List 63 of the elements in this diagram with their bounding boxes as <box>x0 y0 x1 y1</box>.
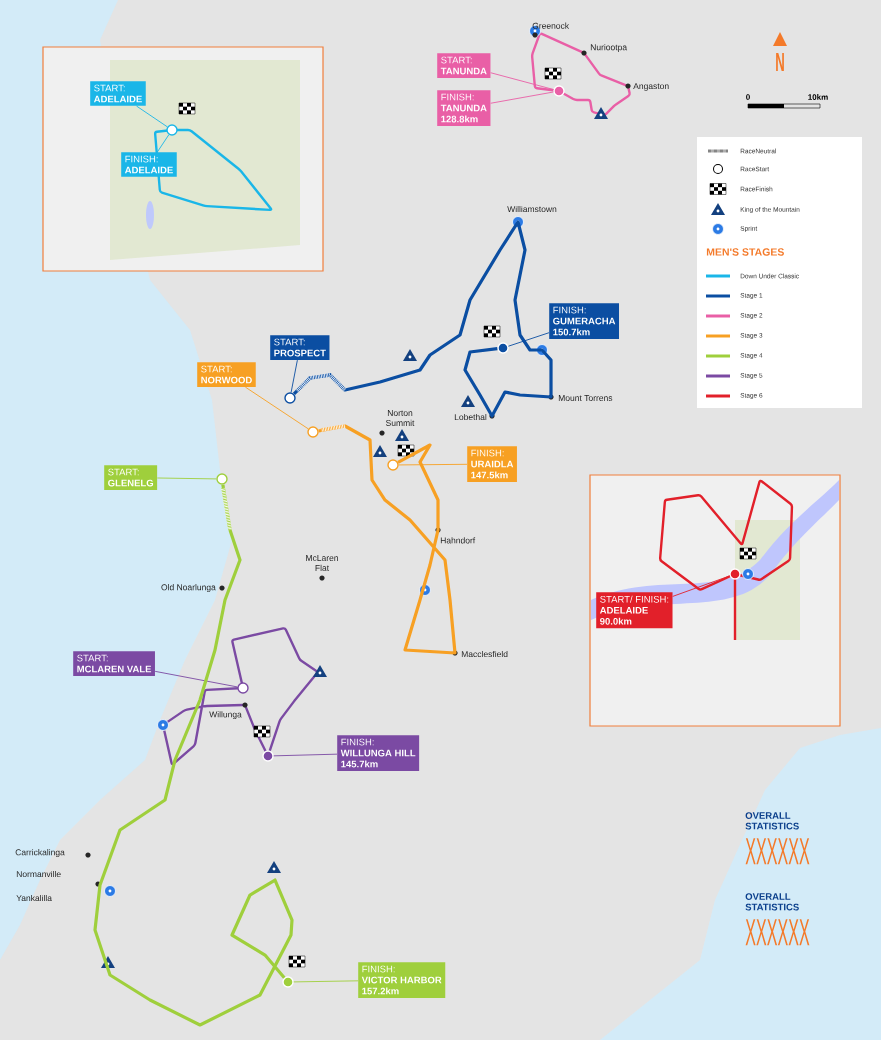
scale-label: 0 <box>746 94 750 100</box>
leader-line <box>156 134 170 153</box>
leader-line <box>244 386 309 430</box>
scale-label: 10km <box>808 94 828 100</box>
place-label: Greenock <box>532 22 570 29</box>
place-label: Williamstown <box>507 205 557 213</box>
place-label: Mount Torrens <box>558 395 613 401</box>
place-label: Carrickalinga <box>15 849 65 857</box>
place-label: Yankalilla <box>16 894 52 902</box>
route-point-marker <box>729 568 741 580</box>
place-label: McLaren Flat <box>306 555 338 571</box>
leader-line <box>136 105 168 128</box>
place-label: Norton Summit <box>386 410 415 426</box>
route-point-marker <box>497 342 509 354</box>
route-point-marker <box>237 682 249 694</box>
route-point-marker <box>216 473 228 485</box>
leader-line <box>507 332 550 347</box>
stats-value: XXXXXX <box>745 919 810 946</box>
place-label: Normanville <box>16 870 61 878</box>
place-label: Old Noarlunga <box>161 584 216 592</box>
leader-line <box>293 980 359 983</box>
place-label: Lobethal <box>454 413 487 421</box>
callout-box: START: GLENELG <box>104 465 158 490</box>
route-point-marker <box>262 750 274 762</box>
north-label: N <box>776 52 784 72</box>
stats-value: XXXXXX <box>745 838 810 865</box>
callout-box: START: MCLAREN VALE <box>73 651 155 676</box>
callout-box: FINISH: TANUNDA 128.8km <box>437 90 491 126</box>
leader-line <box>490 72 554 90</box>
callout-box: FINISH: WILLUNGA HILL 145.7km <box>337 735 420 771</box>
place-label: Nuriootpa <box>590 44 628 52</box>
callout-box: FINISH: ADELAIDE <box>121 152 177 177</box>
route-point-marker <box>282 976 294 988</box>
leader-line <box>398 463 468 466</box>
place-label: Willunga <box>209 711 242 720</box>
callout-box: START/ FINISH: ADELAIDE 90.0km <box>596 592 673 629</box>
leader-line <box>154 670 238 688</box>
callout-box: START: NORWOOD <box>197 362 256 387</box>
route-line <box>292 220 553 418</box>
leader-line <box>156 477 217 480</box>
callout-box: START: TANUNDA <box>437 53 491 78</box>
leader-line <box>290 359 298 393</box>
callout-box: FINISH: VICTOR HARBOR 157.2km <box>358 962 446 998</box>
route-line <box>93 484 294 1027</box>
callout-box: FINISH: GUMERACHA 150.7km <box>549 303 619 339</box>
route-point-marker <box>307 426 319 438</box>
route-point-marker <box>553 85 565 97</box>
section-heading: MEN'S STAGES <box>706 248 784 256</box>
leader-line <box>273 753 338 757</box>
place-label: Macclesfield <box>461 650 508 658</box>
callout-box: FINISH: URAIDLA 147.5km <box>467 446 517 482</box>
route-point-marker <box>284 392 296 404</box>
route-point-marker <box>166 124 178 136</box>
place-label: Angaston <box>633 83 669 91</box>
stats-heading: OVERALL STATISTICS <box>745 812 799 830</box>
route-point-marker <box>387 459 399 471</box>
place-label: Hahndorf <box>440 537 476 544</box>
leader-line <box>672 575 731 597</box>
stats-heading: OVERALL STATISTICS <box>745 893 799 911</box>
route-line <box>318 424 457 655</box>
callout-box: START: ADELAIDE <box>90 81 146 106</box>
leader-line <box>490 91 554 104</box>
callout-box: START: PROSPECT <box>270 335 330 360</box>
